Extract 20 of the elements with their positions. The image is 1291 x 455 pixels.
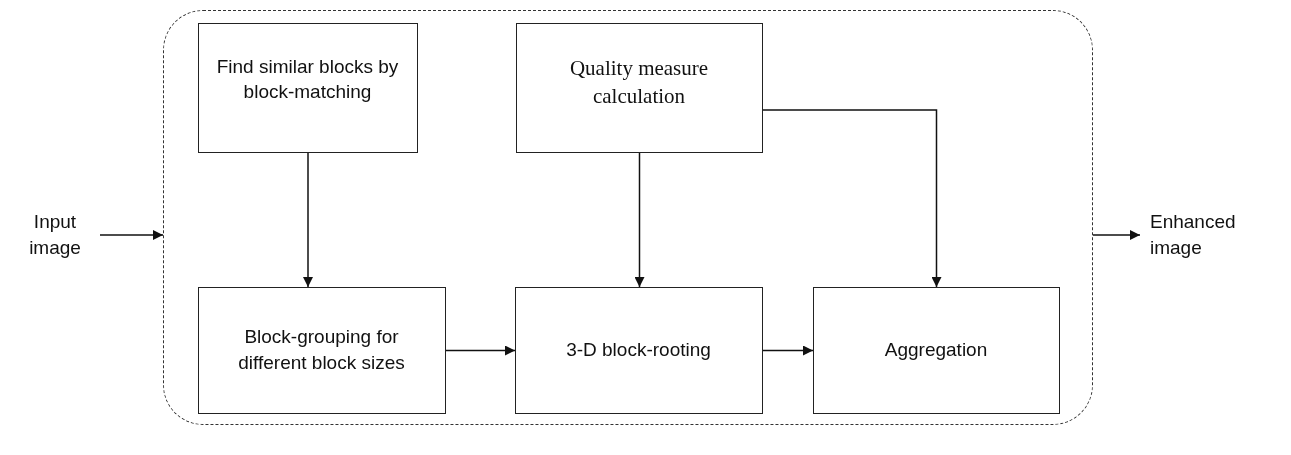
process-box: [515, 22, 763, 153]
step-label: Quality measure calculation: [568, 54, 710, 110]
arrow: [99, 230, 164, 240]
process-box: [812, 286, 1060, 414]
arrow: [1092, 230, 1141, 240]
step-label: Aggregation: [884, 338, 988, 363]
arrow: [634, 152, 645, 288]
step-label: Find similar blocks by block-matching: [215, 54, 400, 105]
dashed-boundary: [163, 10, 1093, 425]
arrow: [762, 345, 814, 356]
arrow: [762, 109, 942, 288]
io-label: Input image: [28, 210, 82, 260]
io-label: Enhanced image: [1150, 210, 1237, 260]
arrow: [445, 345, 516, 356]
arrow: [303, 152, 313, 288]
step-label: 3-D block-rooting: [566, 338, 711, 363]
process-box: [197, 286, 446, 414]
process-box: [514, 286, 763, 414]
process-box: [197, 22, 418, 153]
step-label: Block-grouping for different block sizes: [237, 325, 406, 375]
